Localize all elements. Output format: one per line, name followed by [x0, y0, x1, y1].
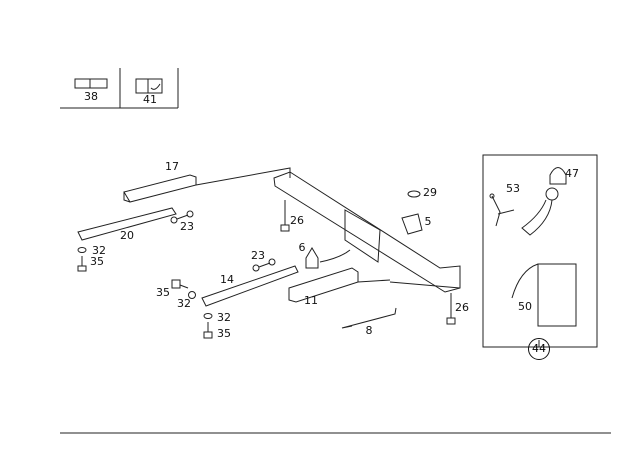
- callout-5: 5: [424, 215, 432, 228]
- part-35a: [77, 256, 87, 272]
- main-crossmember: [273, 171, 461, 293]
- callout-23: 23: [180, 220, 194, 233]
- legend-table-lines: [60, 68, 179, 109]
- callout-32c: 32: [217, 311, 231, 324]
- part-32a: [77, 247, 87, 253]
- callout-50: 50: [518, 300, 532, 313]
- callout-53: 53: [506, 182, 520, 195]
- callout-35: 35: [90, 255, 104, 268]
- part-23a: [170, 210, 194, 224]
- hitch-icon: [135, 78, 163, 94]
- part-6: [305, 247, 351, 269]
- kit-box: [482, 154, 598, 348]
- dimension-icon: [74, 78, 108, 89]
- part-32b: [188, 291, 196, 299]
- callout-26: 26: [290, 214, 304, 227]
- callout-8: 8: [365, 324, 373, 337]
- callout-44-kit: 44: [528, 338, 550, 360]
- part-14: [201, 265, 299, 307]
- callout-32b: 32: [177, 297, 191, 310]
- part-23b: [252, 258, 276, 272]
- legend-label-41: 41: [143, 93, 157, 106]
- part-5: [401, 213, 423, 235]
- callout-17: 17: [165, 160, 179, 173]
- callout-32: 32: [92, 244, 106, 257]
- part-53: [489, 193, 515, 227]
- part-32c: [203, 313, 213, 319]
- callout-29: 29: [423, 186, 437, 199]
- part-17: [123, 167, 291, 203]
- part-29: [407, 190, 421, 198]
- callout-20: 20: [120, 229, 134, 242]
- part-20: [77, 207, 177, 241]
- part-8: [341, 307, 397, 329]
- callout-47: 47: [565, 167, 579, 180]
- callout-23b: 23: [251, 249, 265, 262]
- part-47: [549, 167, 567, 185]
- legend-label-38: 38: [84, 90, 98, 103]
- callout-35c: 35: [217, 327, 231, 340]
- part-50: [511, 263, 577, 327]
- callout-11: 11: [304, 294, 318, 307]
- part-35b: [171, 279, 189, 289]
- callout-14: 14: [220, 273, 234, 286]
- part-35c: [203, 322, 213, 339]
- part-26b: [446, 293, 456, 325]
- part-11: [288, 267, 391, 303]
- callout-26b: 26: [455, 301, 469, 314]
- ball-neck: [521, 187, 559, 236]
- callout-35b: 35: [156, 286, 170, 299]
- callout-6: 6: [298, 241, 306, 254]
- part-26a: [280, 200, 290, 232]
